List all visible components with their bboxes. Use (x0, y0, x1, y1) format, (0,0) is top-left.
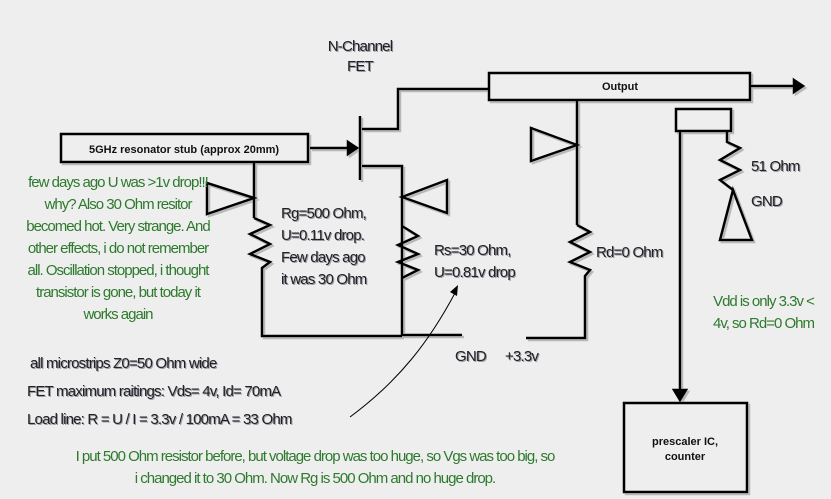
source-stub-triangle-icon (398, 178, 449, 215)
left-note-line: few days ago U was >1v drop!!! (28, 174, 209, 191)
vdd-note-line: 4v, so Rd=0 Ohm (712, 315, 815, 332)
fet-label-line: N-Channel (327, 38, 393, 55)
spec-note-line: Load line: R = U / I = 3.3v / 100mA = 33… (27, 411, 292, 428)
rs-note-line: U=0.81v drop (434, 264, 516, 281)
termination-gnd-label: GND (751, 193, 783, 210)
output-arrow-icon (792, 77, 806, 95)
rs-resistor-icon (394, 224, 422, 280)
prescaler-label-line1: prescaler IC, (652, 436, 718, 448)
resonator-stub-box (59, 132, 310, 164)
gate-stub-triangle-icon (205, 181, 258, 216)
rg-note-line: Rg=500 Ohm, (281, 205, 367, 222)
rg-note-line: Few days ago (281, 249, 366, 266)
prescaler-label-line2: counter (665, 451, 706, 463)
rg-note: Rg=500 Ohm, U=0.11v drop. Few days ago i… (281, 203, 367, 291)
spec-note-line: FET maximum raitings: Vds= 4v, Id= 70mA (27, 383, 281, 400)
gnd-triangle-icon (718, 185, 754, 242)
annotation-arrowhead-icon (450, 285, 458, 296)
fet-label: N-Channel FET (320, 37, 400, 77)
rd-label: Rd=0 Ohm (596, 244, 663, 261)
termination-stub-box (674, 107, 733, 133)
source-wire (362, 164, 462, 337)
output-label: Output (602, 81, 638, 93)
fet-label-line: FET (347, 58, 374, 75)
left-note-line: transistor is gone, but today it (36, 284, 201, 301)
spec-notes: all microstrips Z0=50 Ohm wide FET maxim… (27, 350, 292, 434)
prescaler-arrow-icon (671, 388, 689, 403)
rg-note-line: U=0.11v drop. (281, 227, 365, 244)
output-box (487, 71, 752, 102)
prescaler-box (622, 401, 749, 494)
rs-note-line: Rs=30 Ohm, (434, 242, 511, 259)
bottom-note-line: I put 500 Ohm resistor before, but volta… (75, 448, 556, 465)
annotation-arrow-line (349, 292, 456, 418)
drain-stub-triangle-icon (529, 126, 581, 163)
spec-note-line: all microstrips Z0=50 Ohm wide (30, 355, 217, 372)
termination-resistor-label: 51 Ohm (751, 158, 800, 175)
left-note-line: all. Oscillation stopped, i thought (27, 262, 210, 279)
bottom-note: I put 500 Ohm resistor before, but volta… (20, 446, 610, 490)
left-note-line: works again (83, 306, 153, 323)
termination-resistor-icon (717, 132, 743, 191)
rs-note: Rs=30 Ohm, U=0.81v drop (434, 240, 516, 284)
rg-resistor-icon (246, 216, 402, 338)
left-note-line: other effects, i do not remember (27, 240, 209, 257)
rd-resistor-icon (526, 223, 593, 340)
vdd-note-line: Vdd is only 3.3v < (713, 293, 815, 310)
left-observation-note: few days ago U was >1v drop!!! why? Also… (0, 172, 236, 326)
left-note-line: becomed hot. Very strange. And (26, 218, 210, 235)
drain-wire (362, 87, 489, 131)
gate-arrow-icon (346, 139, 360, 157)
vcc-label: +3.3v (505, 348, 539, 365)
left-note-line: why? Also 30 Ohm resitor (44, 196, 193, 213)
vdd-note: Vdd is only 3.3v < 4v, so Rd=0 Ohm (696, 291, 831, 335)
bottom-note-line: i changed it to 30 Ohm. Now Rg is 500 Oh… (134, 470, 496, 487)
rg-note-line: it was 30 Ohm (281, 271, 367, 288)
resonator-stub-label: 5GHz resonator stub (approx 20mm) (89, 144, 279, 156)
gnd-label: GND (455, 348, 487, 365)
